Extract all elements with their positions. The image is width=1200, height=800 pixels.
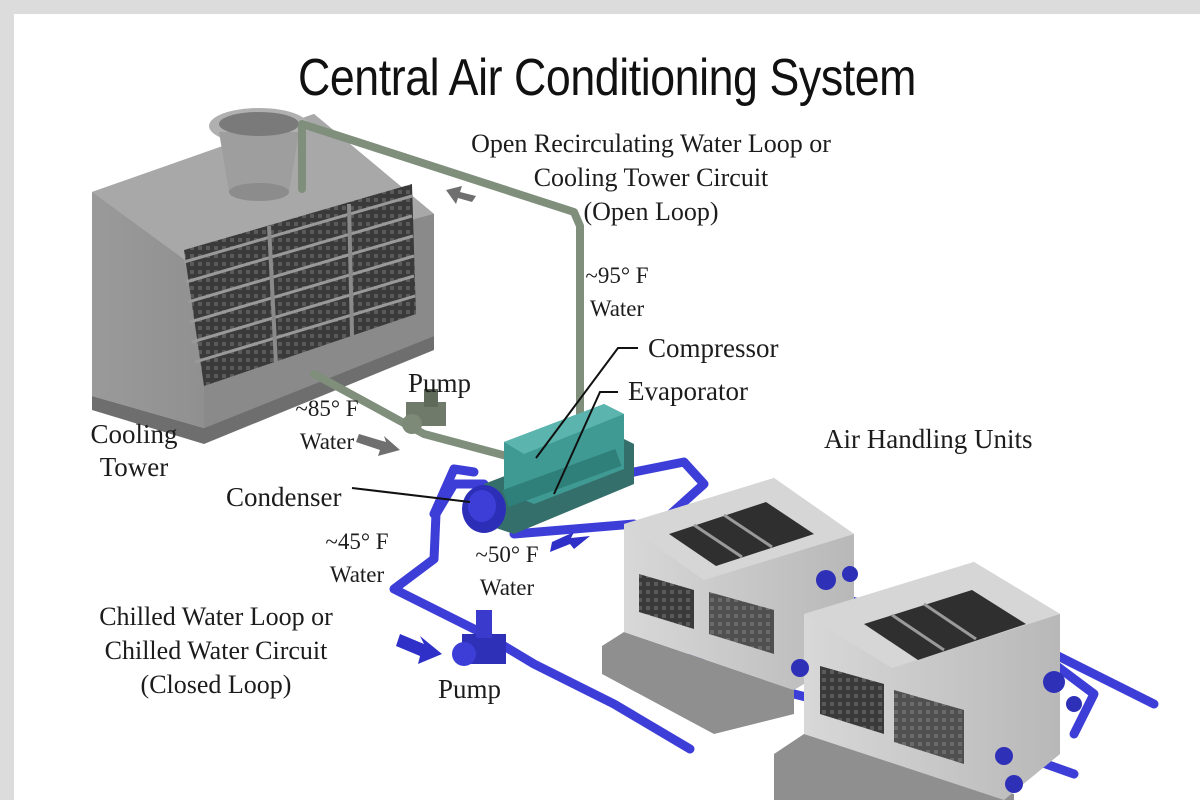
water-50-unit: Water: [479, 575, 535, 600]
cooling-tower-line-1: Cooling: [90, 419, 178, 449]
diagram-title: Central Air Conditioning System: [297, 49, 917, 107]
water-45-temp: ~45° F: [325, 529, 389, 554]
system-illustration: [92, 108, 1159, 800]
chilled-water-pump: [452, 610, 506, 666]
open-loop-line-1: Open Recirculating Water Loop or: [471, 129, 831, 158]
closed-loop-line-1: Chilled Water Loop or: [99, 602, 333, 631]
evaporator-label: Evaporator: [628, 376, 748, 406]
closed-loop-line-3: (Closed Loop): [140, 670, 292, 699]
cooling-tower-label: Cooling Tower: [84, 418, 184, 484]
flow-arrow-chilled-in: [396, 634, 442, 664]
compressor-label: Compressor: [648, 333, 779, 363]
water-85-label: ~85° F Water: [294, 392, 360, 458]
tower-pump: [402, 389, 446, 434]
flow-arrow-chilled-out: [550, 532, 590, 552]
closed-loop-label: Chilled Water Loop or Chilled Water Circ…: [78, 600, 354, 702]
cooling-tower: [92, 108, 434, 444]
air-handling-unit-1: [602, 478, 854, 734]
air-handling-units-label: Air Handling Units: [824, 424, 1033, 454]
flow-arrow-return: [446, 186, 476, 204]
water-85-temp: ~85° F: [295, 396, 359, 421]
pump-bottom-label: Pump: [438, 674, 502, 704]
water-85-unit: Water: [299, 429, 355, 454]
closed-loop-line-2: Chilled Water Circuit: [104, 636, 328, 665]
leader-lines: [351, 347, 638, 503]
water-50-label: ~50° F Water: [474, 538, 540, 604]
condenser-shell: [462, 485, 506, 533]
tower-louvers: [183, 184, 416, 386]
open-loop-line-2: Cooling Tower Circuit: [533, 163, 769, 192]
tower-fan-stack: [209, 108, 309, 201]
water-95-unit: Water: [589, 296, 645, 321]
ahu-valves: [791, 566, 1082, 793]
diagram-canvas: Central Air Conditioning System Open Rec…: [14, 14, 1200, 800]
water-95-label: ~95° F Water: [584, 259, 650, 325]
flow-arrow-supply: [356, 434, 400, 456]
water-95-temp: ~95° F: [585, 263, 649, 288]
water-45-unit: Water: [329, 562, 385, 587]
cooling-tower-line-2: Tower: [99, 452, 169, 482]
chiller-unit: [462, 404, 634, 534]
open-loop-label: Open Recirculating Water Loop or Cooling…: [466, 127, 836, 229]
open-loop-line-3: (Open Loop): [583, 197, 719, 226]
water-50-temp: ~50° F: [475, 542, 539, 567]
air-handling-unit-2: [774, 562, 1060, 800]
condenser-label: Condenser: [226, 482, 342, 512]
water-45-label: ~45° F Water: [324, 525, 390, 591]
pump-top-label: Pump: [408, 368, 472, 398]
